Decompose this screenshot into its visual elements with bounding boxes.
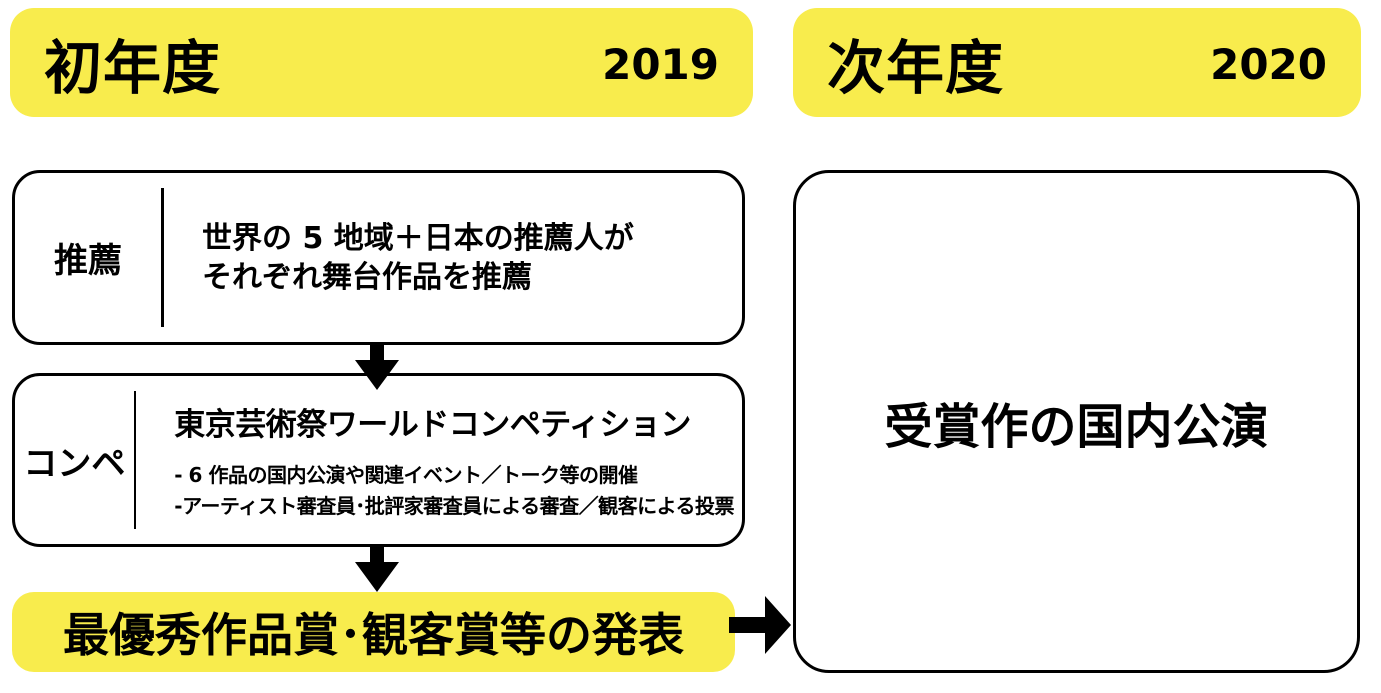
competition-bullet: -アーティスト審査員･批評家審査員による審査／観客による投票 <box>174 493 734 518</box>
recommendation-content: 世界の 5 地域＋日本の推薦人が それぞれ舞台作品を推薦 <box>164 173 742 342</box>
down-arrow-icon <box>355 545 399 592</box>
competition-title: 東京芸術祭ワールドコンペティション <box>174 406 691 443</box>
first-year-value: 2019 <box>602 40 719 89</box>
recommendation-text-line: それぞれ舞台作品を推薦 <box>202 259 532 295</box>
next-year-title: 次年度 <box>827 33 1005 102</box>
down-arrow-icon <box>355 343 399 390</box>
recommendation-label: 推薦 <box>54 241 122 281</box>
vertical-divider <box>161 188 164 327</box>
competition-content: 東京芸術祭ワールドコンペティション - 6 作品の国内公演や関連イベント／トーク… <box>136 376 742 544</box>
first-year-banner: 初年度 2019 <box>10 8 753 117</box>
vertical-divider <box>133 391 137 529</box>
recommendation-text-line: 世界の 5 地域＋日本の推薦人が <box>202 220 634 256</box>
first-year-title: 初年度 <box>44 33 222 102</box>
competition-bullet: - 6 作品の国内公演や関連イベント／トーク等の開催 <box>174 462 638 487</box>
award-announcement-banner: 最優秀作品賞･観客賞等の発表 <box>12 592 735 672</box>
domestic-performance-label: 受賞作の国内公演 <box>884 398 1269 455</box>
competition-label: コンペ <box>23 443 126 484</box>
award-announcement-label: 最優秀作品賞･観客賞等の発表 <box>63 608 684 662</box>
right-arrow-icon <box>729 596 791 654</box>
domestic-performance-box: 受賞作の国内公演 <box>793 170 1360 673</box>
next-year-value: 2020 <box>1210 40 1327 89</box>
competition-box: コンペ 東京芸術祭ワールドコンペティション - 6 作品の国内公演や関連イベント… <box>12 373 745 547</box>
recommendation-box: 推薦 世界の 5 地域＋日本の推薦人が それぞれ舞台作品を推薦 <box>12 170 745 345</box>
next-year-banner: 次年度 2020 <box>793 8 1361 117</box>
